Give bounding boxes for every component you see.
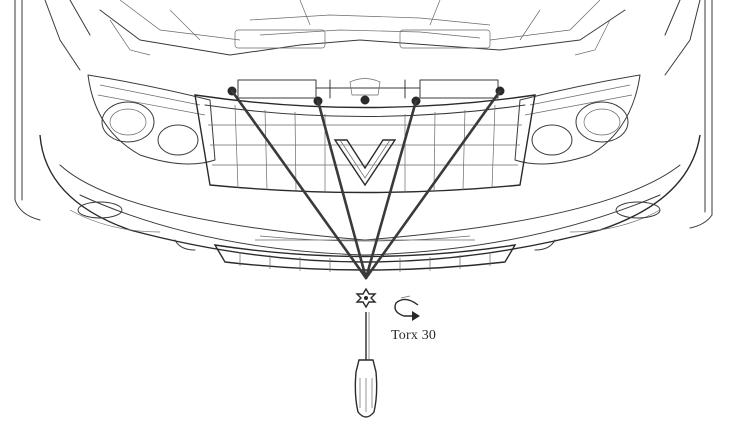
fastener-5 — [360, 95, 370, 105]
rotate-clockwise-arrow-icon — [394, 295, 420, 321]
callout-line-1 — [230, 89, 368, 280]
fastener-points — [227, 86, 505, 106]
shroud-plates — [237, 78, 499, 99]
radiator-grille — [194, 94, 536, 194]
screwdriver-handle — [354, 359, 378, 418]
torx-bit-icon — [355, 287, 377, 309]
front-bumper — [39, 134, 701, 272]
screwdriver-icon — [354, 312, 378, 418]
callout-line-3 — [364, 99, 418, 280]
right-headlight — [514, 74, 641, 165]
engine-bay — [44, 0, 701, 76]
callout-lines — [230, 89, 502, 280]
torx-size-label: Torx 30 — [391, 328, 437, 343]
callout-line-2 — [316, 99, 368, 280]
body-sides — [14, 0, 713, 229]
left-headlight — [87, 74, 216, 165]
callout-line-4 — [364, 89, 502, 280]
